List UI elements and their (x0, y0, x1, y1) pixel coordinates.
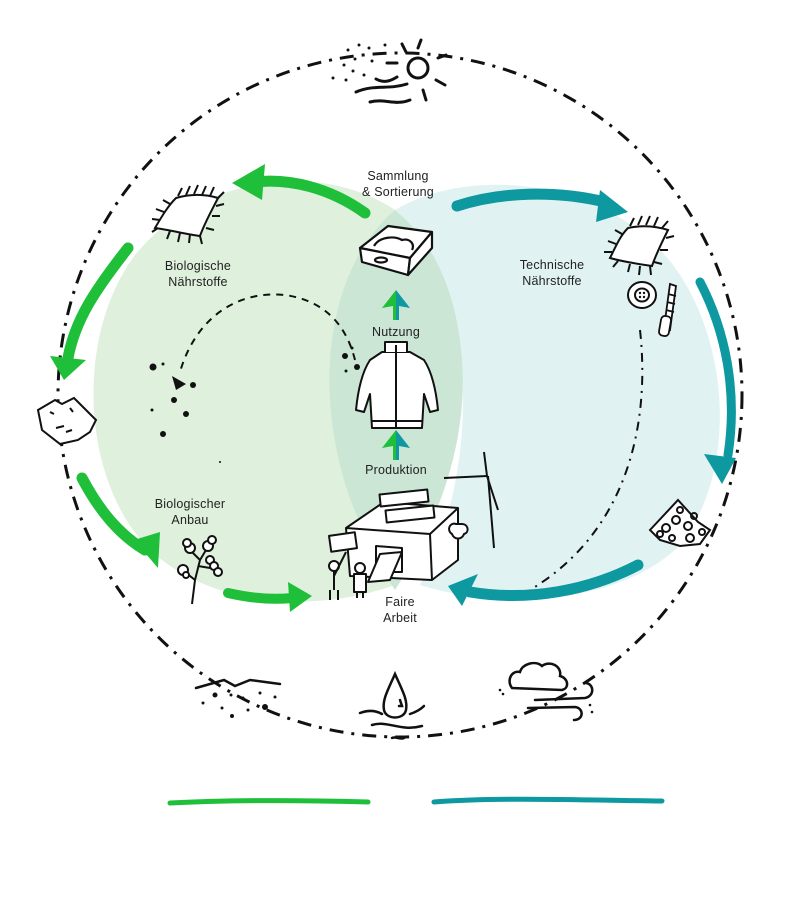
label-fair-work: Faire Arbeit (360, 594, 440, 626)
cloud-wind-icon (498, 661, 594, 722)
label-biological-farming: Biologischer Anbau (140, 496, 240, 528)
bio-fabric-icon (151, 184, 225, 245)
label-tech-nutrients-line1: Technische (519, 258, 585, 272)
compost-arrowhead (172, 376, 186, 390)
technical-recycling-path (529, 329, 644, 591)
biological-cycle-region (93, 181, 395, 602)
label-fair-work-line2: Arbeit (383, 611, 417, 625)
label-biological-nutrients: Biologische Nährstoffe (148, 258, 248, 290)
arrow-up-to-collection (382, 290, 410, 320)
soil-icon (194, 678, 282, 718)
label-bio-farming-line1: Biologischer (154, 497, 226, 511)
zipper-icon (658, 282, 677, 337)
label-bio-farming-line2: Anbau (171, 513, 209, 527)
label-fair-work-line1: Faire (385, 595, 415, 609)
bio-arrow-bottom (223, 582, 312, 612)
cotton-plant-icon (177, 535, 223, 605)
bio-arrow-top (232, 164, 371, 219)
legend-line-biological (167, 798, 371, 806)
tech-arrow-right (695, 277, 736, 484)
legend-line-technical (431, 796, 665, 805)
sun-wind-icon (331, 38, 448, 104)
label-collection-line2: & Sortierung (362, 185, 434, 199)
compost-scrap-icon (36, 396, 98, 446)
label-tech-nutrients-line2: Nährstoffe (522, 274, 582, 288)
compost-return-path (179, 293, 356, 373)
bio-arrow-left (50, 242, 134, 380)
water-drop-icon (358, 670, 426, 740)
sorting-box-icon (358, 224, 434, 277)
bio-arrow-bottom-left (76, 472, 160, 568)
label-collection-sorting: Sammlung & Sortierung (348, 168, 448, 200)
jacket-icon (355, 341, 439, 429)
label-bio-nutrients-line1: Biologische (164, 259, 232, 273)
arrow-up-to-use (382, 430, 410, 460)
label-production: Produktion (365, 463, 427, 477)
seeds-icon (149, 346, 360, 463)
button-icon (627, 281, 657, 309)
granulate-pile-icon (648, 498, 712, 548)
label-bio-nutrients-line2: Nährstoffe (168, 275, 228, 289)
outer-environment-loop (56, 51, 744, 739)
label-technical-nutrients: Technische Nährstoffe (502, 257, 602, 289)
factory-with-solar-and-wind-icon (328, 451, 499, 600)
tech-arrow-top (451, 188, 628, 222)
tech-arrow-bottom (448, 559, 644, 606)
label-collection-line1: Sammlung (367, 169, 429, 183)
label-use: Nutzung (372, 325, 420, 339)
tech-fabric-icon (604, 215, 675, 276)
